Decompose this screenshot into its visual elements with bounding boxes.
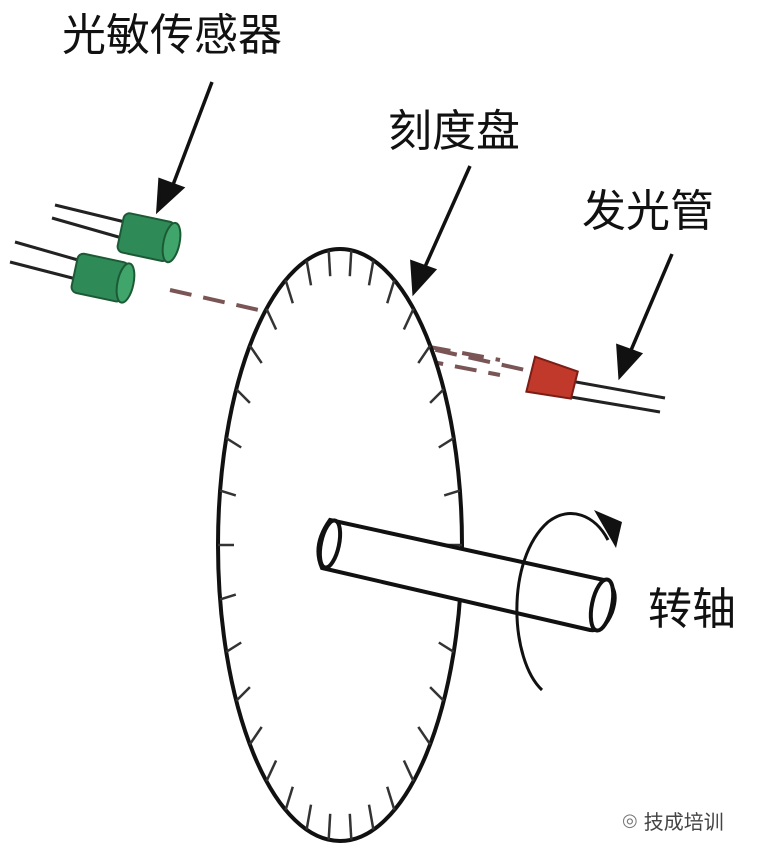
disc-tick: [402, 759, 415, 782]
disc-tick: [327, 250, 332, 277]
disc-tick: [235, 388, 251, 404]
disc-tick: [443, 489, 461, 497]
disc-tick: [305, 804, 313, 830]
disc-tick: [367, 804, 375, 830]
disc-tick: [417, 344, 432, 364]
disc-tick: [235, 686, 251, 702]
disc-tick: [225, 641, 242, 653]
disc-tick: [248, 344, 263, 364]
emitter-callout-line: [624, 253, 674, 363]
disc-tick: [265, 308, 278, 331]
disc-ticks: [218, 250, 462, 840]
light-emitter: [525, 355, 666, 414]
label-light-emitter: 发光管: [582, 186, 714, 237]
disc-tick: [284, 786, 294, 811]
disc-tick: [429, 388, 445, 404]
watermark-text: 技成培训: [643, 810, 724, 834]
disc-tick: [386, 786, 396, 811]
disc-tick: [284, 279, 294, 304]
watermark: ◎ 技成培训: [622, 806, 724, 835]
disc-tick: [417, 726, 432, 746]
label-photo-sensor: 光敏传感器: [62, 10, 282, 61]
disc-tick: [327, 813, 332, 840]
disc-tick: [225, 437, 242, 449]
disc-tick: [438, 437, 455, 449]
disc-tick: [219, 593, 237, 601]
disc-tick: [386, 279, 396, 304]
disc-tick: [305, 260, 313, 286]
disc-callout-line: [418, 165, 472, 279]
disc-tick: [348, 250, 353, 277]
sensor-callout-head: [155, 177, 186, 215]
photo-sensor: [9, 203, 182, 304]
disc-tick: [248, 726, 263, 746]
rotation-arrow: [515, 510, 622, 692]
label-rotating-shaft: 转轴: [648, 584, 736, 635]
disc-tick: [367, 260, 375, 286]
label-graduated-disc: 刻度盘: [388, 106, 520, 157]
disc-tick: [219, 489, 237, 497]
emitter-callout-head: [616, 343, 644, 381]
disc-tick: [402, 308, 415, 331]
disc-tick: [429, 686, 445, 702]
sensor-callout-line: [166, 81, 214, 199]
disc-tick: [438, 641, 455, 653]
wechat-icon: ◎: [622, 810, 638, 831]
callout-arrows: [155, 81, 674, 381]
disc-tick: [265, 759, 278, 782]
rotating-shaft: [316, 517, 617, 633]
disc-tick: [348, 813, 353, 840]
disc-callout-head: [410, 259, 438, 297]
